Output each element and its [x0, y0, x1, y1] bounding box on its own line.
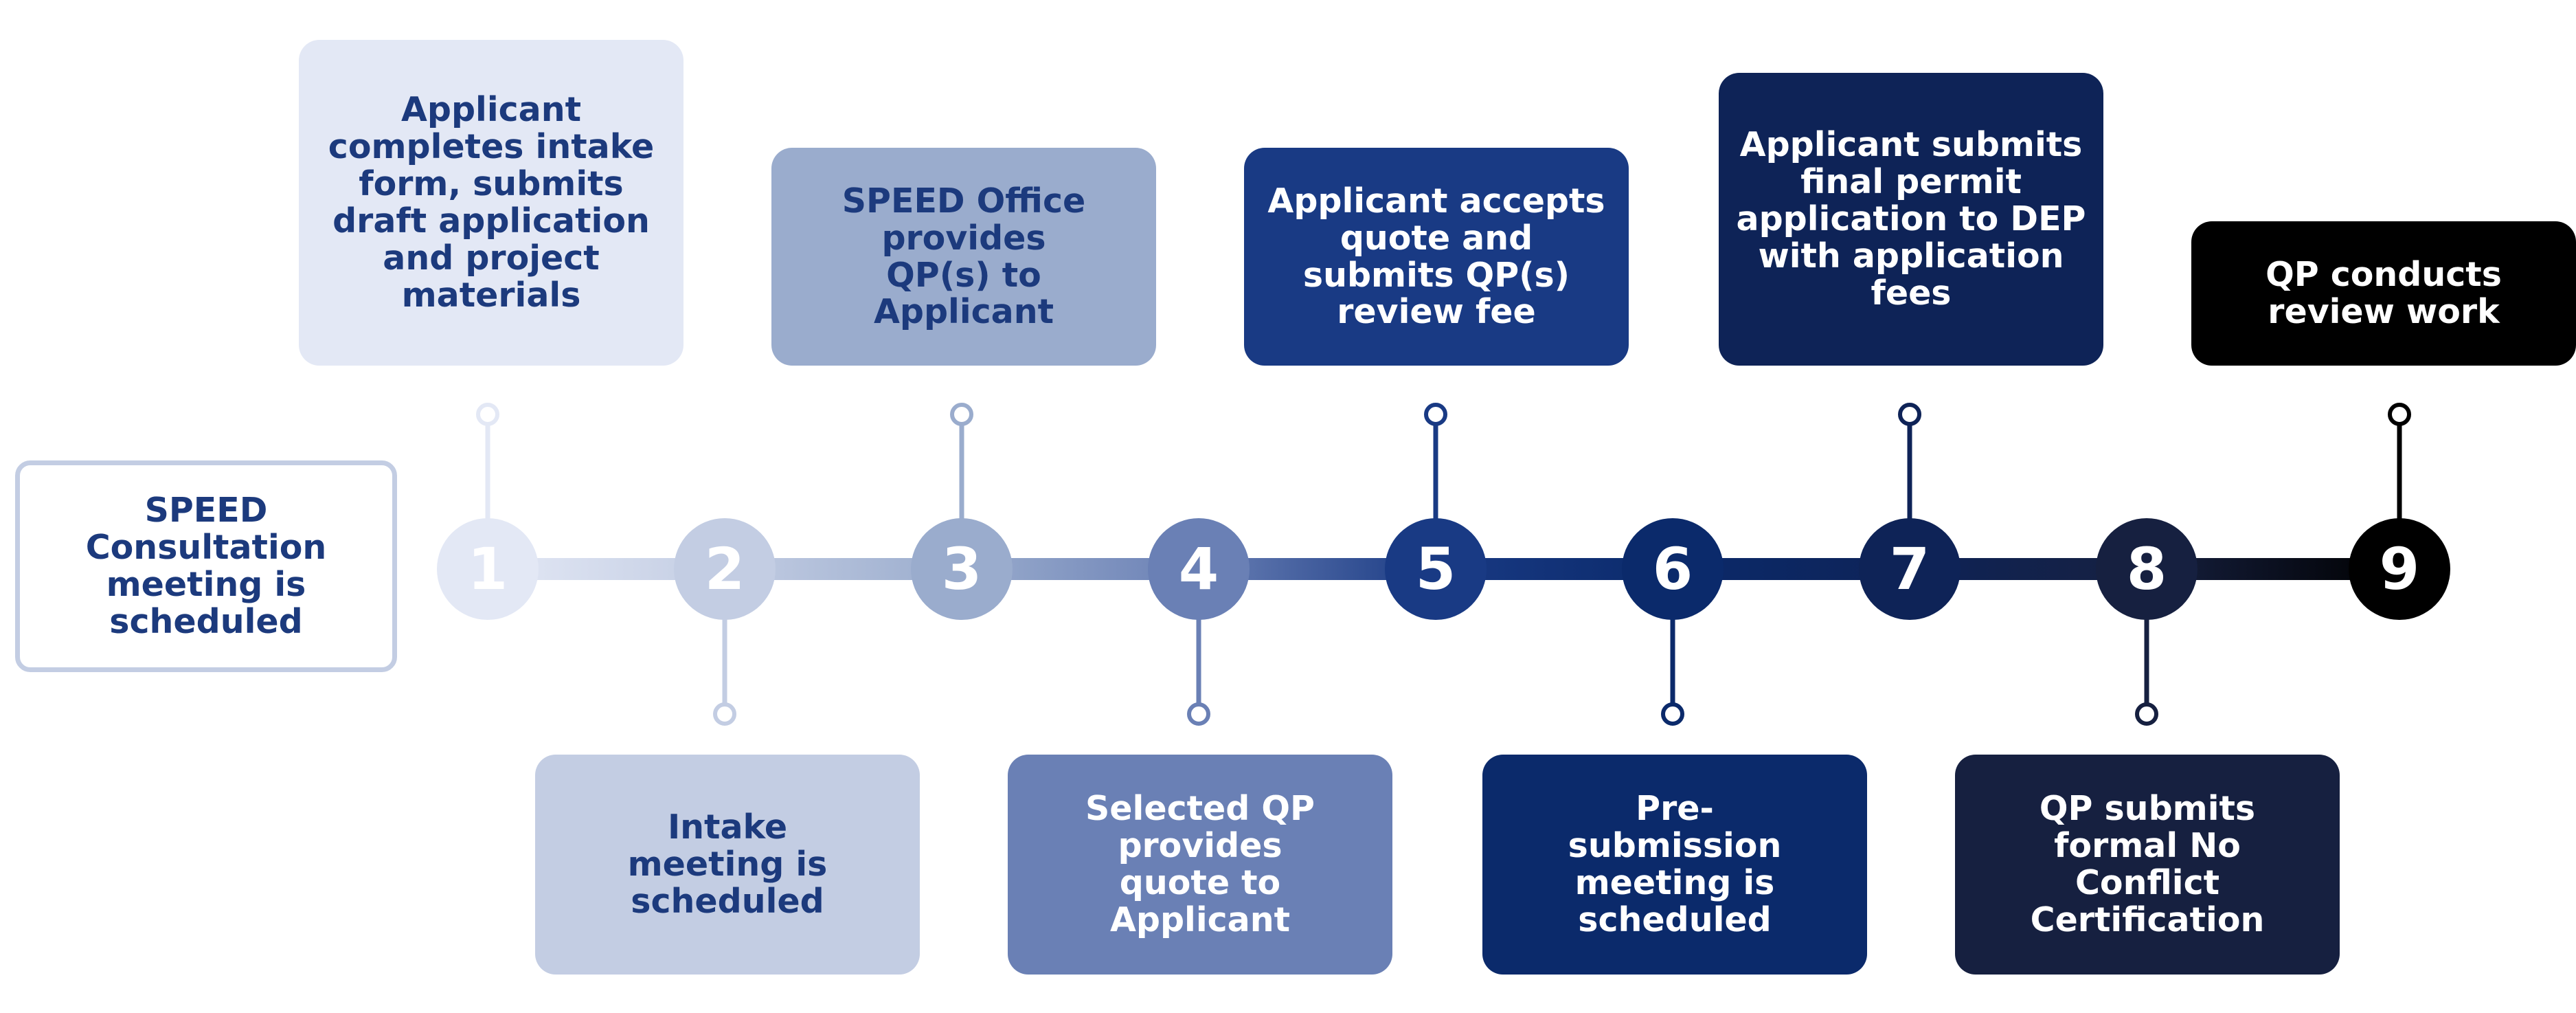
- connector-dot-step-9: [2135, 702, 2158, 726]
- step-number-1: 1: [437, 518, 539, 620]
- step-box-pre-submission: Pre-submission meeting is scheduled: [1482, 755, 1867, 975]
- step-number-9: 9: [2349, 518, 2450, 620]
- connector-dot-step-10: [2388, 403, 2411, 426]
- step-number-4: 4: [1148, 518, 1250, 620]
- step-box-no-conflict: QP submits formal No Conflict Certificat…: [1955, 755, 2340, 975]
- step-number-8: 8: [2096, 518, 2197, 620]
- step-box-qp-review: QP conducts review work: [2191, 221, 2576, 366]
- connector-dot-step-4: [950, 403, 973, 426]
- connector-dot-step-3: [713, 702, 736, 726]
- step-number-3: 3: [911, 518, 1013, 620]
- step-number-5: 5: [1385, 518, 1487, 620]
- connector-dot-step-7: [1661, 702, 1684, 726]
- step-number-7: 7: [1859, 518, 1961, 620]
- step-number-2: 2: [674, 518, 776, 620]
- connector-dot-step-8: [1898, 403, 1921, 426]
- step-box-qp-quote: Selected QP provides quote to Applicant: [1008, 755, 1392, 975]
- connector-dot-step-5: [1187, 702, 1210, 726]
- step-box-office-provides-qp: SPEED Office provides QP(s) to Applicant: [771, 148, 1156, 366]
- step-box-intake-form: Applicant completes intake form, submits…: [299, 40, 683, 366]
- connector-dot-step-6: [1424, 403, 1447, 426]
- step-box-intake-meeting: Intake meeting is scheduled: [535, 755, 920, 975]
- step-box-final-application: Applicant submits final permit applicati…: [1719, 73, 2103, 366]
- step-box-accepts-quote: Applicant accepts quote and submits QP(s…: [1244, 148, 1629, 366]
- step-box-speed-consultation: SPEED Consultation meeting is scheduled: [15, 460, 397, 672]
- connector-dot-step-2: [476, 403, 499, 426]
- step-number-6: 6: [1622, 518, 1724, 620]
